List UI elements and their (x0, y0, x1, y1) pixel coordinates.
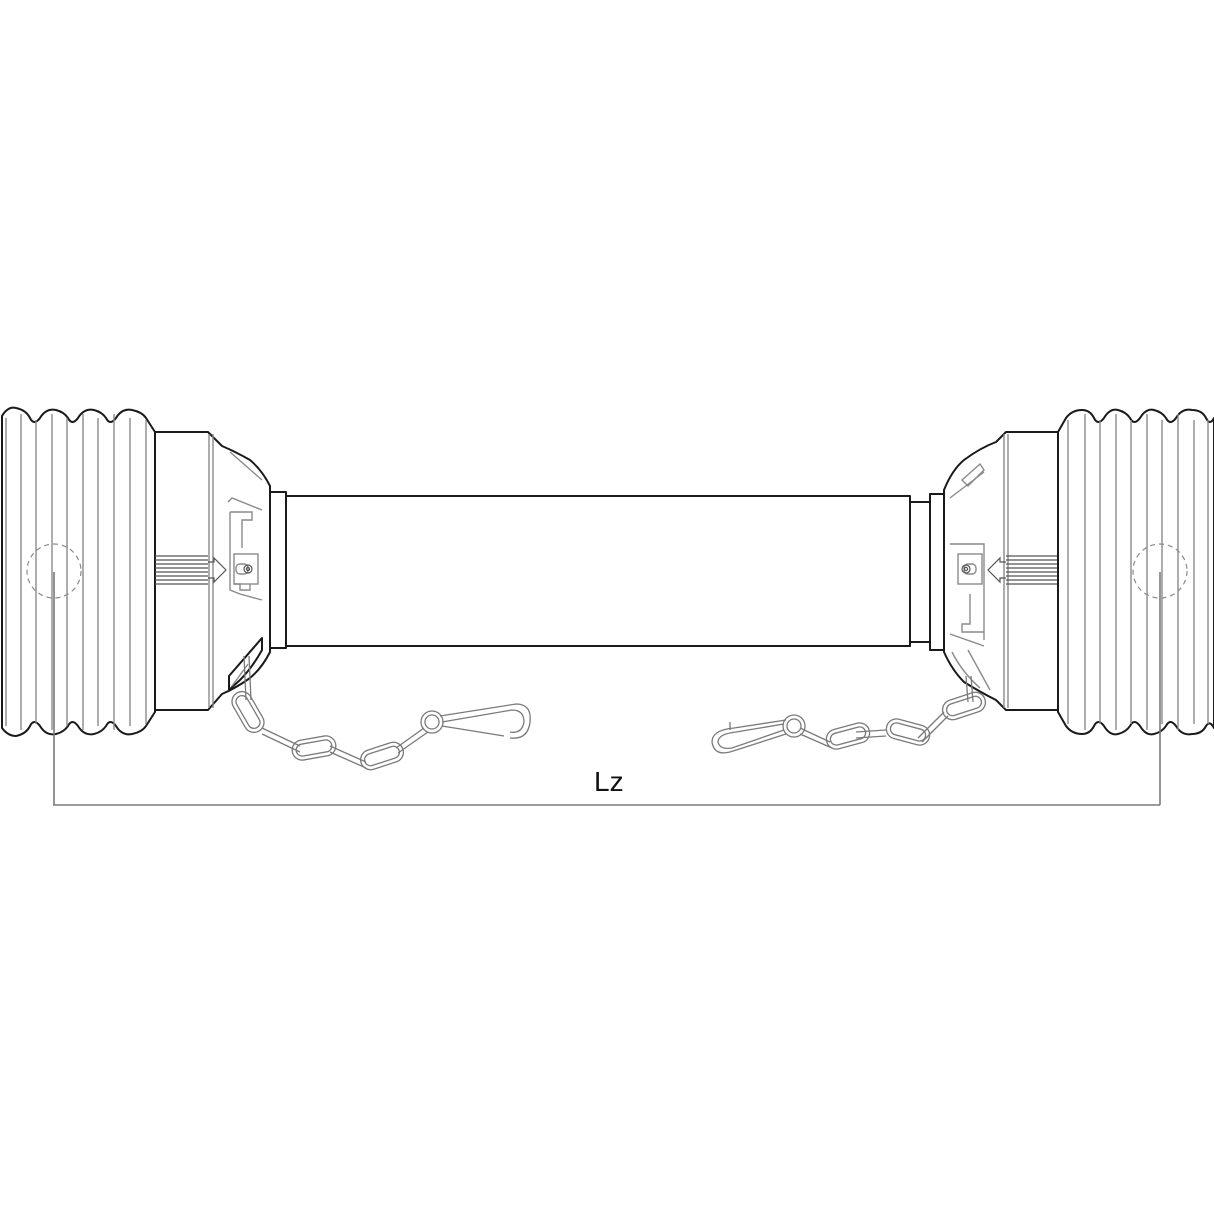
right-chain-anchor (951, 649, 991, 691)
left-chain-ring (420, 710, 444, 734)
center-guard-tube (285, 495, 911, 647)
right-chain-ring (782, 714, 806, 738)
right-latch-pin-icon (961, 564, 971, 574)
left-spline-hatch (155, 555, 208, 585)
left-bearing-housing (154, 431, 287, 711)
right-direction-arrow-icon (987, 556, 1006, 584)
left-chain-anchor (228, 637, 263, 691)
right-spline-hatch (1006, 555, 1058, 585)
left-snap-hook-icon (439, 703, 531, 739)
left-direction-arrow-icon (208, 556, 227, 584)
left-lock-latch (227, 497, 263, 601)
left-bolt-hole-circle (26, 543, 82, 599)
right-bearing-housing (909, 431, 1059, 711)
dimension-label: Lz (594, 766, 624, 797)
right-snap-hook-icon (711, 719, 787, 754)
right-safety-chain (711, 675, 987, 754)
left-safety-chain (231, 655, 531, 771)
right-lock-latch (949, 543, 985, 647)
left-guard-bellows (1, 406, 156, 805)
left-latch-pin-icon (243, 564, 253, 574)
right-guard-bellows (1057, 408, 1214, 805)
right-bolt-hole-circle (1132, 543, 1188, 599)
